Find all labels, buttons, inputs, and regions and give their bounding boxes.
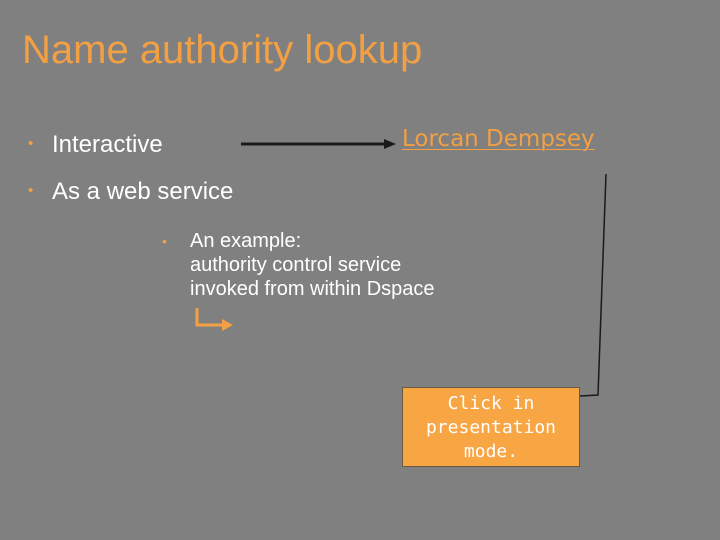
bullet-dot: • bbox=[28, 182, 34, 199]
return-arrow-icon bbox=[195, 308, 233, 331]
bullet-dot: • bbox=[28, 135, 34, 152]
bullet-label: As a web service bbox=[52, 178, 234, 205]
sub-bullet-line: invoked from within Dspace bbox=[190, 278, 435, 300]
sub-bullet-text: An example: authority control service in… bbox=[190, 229, 435, 301]
sub-bullet-line: authority control service bbox=[190, 254, 402, 276]
callout-note: Click in presentation mode. bbox=[402, 387, 580, 467]
lorcan-dempsey-link[interactable]: Lorcan Dempsey bbox=[402, 126, 595, 152]
bullet-interactive: • Interactive bbox=[28, 131, 163, 159]
note-line: presentation bbox=[425, 417, 557, 438]
sub-bullet-line: An example: bbox=[190, 230, 302, 252]
bullet-web-service: • As a web service bbox=[28, 178, 233, 206]
bullet-label: Interactive bbox=[52, 131, 163, 158]
note-line: Click in bbox=[447, 393, 535, 414]
slide-title: Name authority lookup bbox=[22, 28, 423, 72]
right-arrow-icon bbox=[241, 139, 396, 149]
note-line: mode. bbox=[463, 441, 519, 462]
bullet-dot: • bbox=[162, 233, 167, 249]
callout-connector-line bbox=[579, 173, 607, 397]
